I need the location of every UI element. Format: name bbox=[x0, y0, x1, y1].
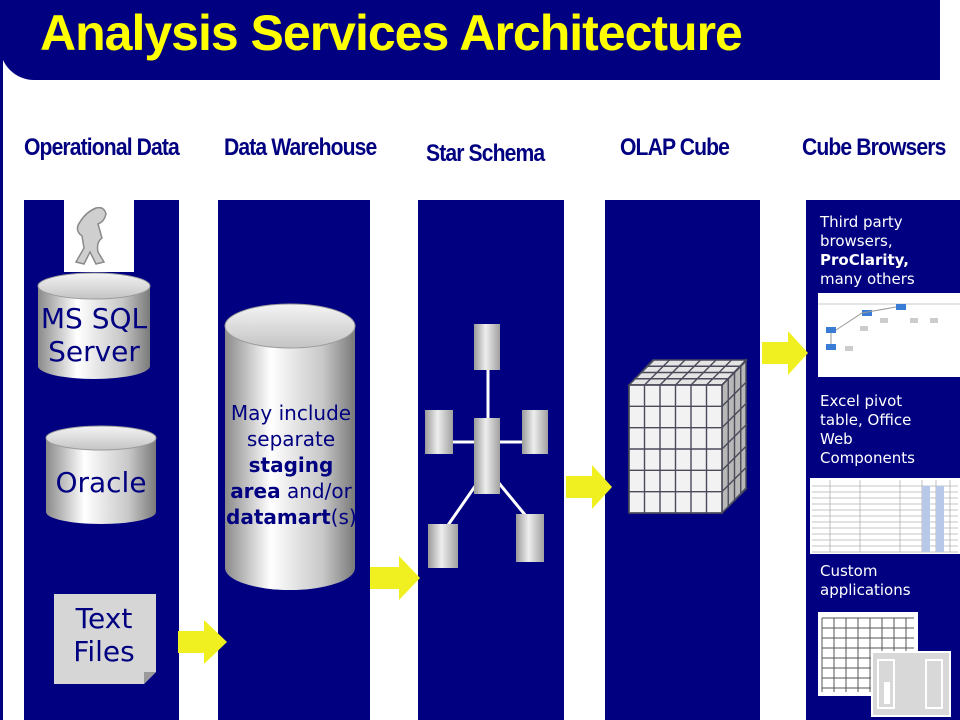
warehouse-text-plural: (s) bbox=[330, 505, 357, 529]
excel-line4: Components bbox=[820, 449, 915, 467]
proclarity-screenshot-thumbnail bbox=[818, 293, 960, 377]
custom-app-screenshot-thumbnail bbox=[818, 612, 951, 717]
warehouse-description: May include separate staging area and/or… bbox=[226, 400, 357, 530]
custom-line1: Custom bbox=[820, 562, 878, 580]
arrow-to-cube bbox=[566, 465, 612, 509]
excel-pivot-screenshot-thumbnail bbox=[810, 478, 960, 554]
arrow-to-warehouse bbox=[178, 620, 227, 664]
warehouse-text-datamart: datamart bbox=[226, 505, 331, 529]
slide-title: Analysis Services Architecture bbox=[40, 5, 743, 61]
warehouse-text-staging: staging bbox=[248, 453, 334, 477]
text-files-document-icon bbox=[54, 594, 156, 684]
warehouse-text-andor: and/or bbox=[280, 479, 352, 503]
third-party-line4: many others bbox=[820, 270, 915, 288]
etl-label: ETL bbox=[373, 527, 406, 548]
heading-star-schema: Star Schema bbox=[426, 140, 545, 167]
data-warehouse-cylinder-icon bbox=[224, 303, 356, 590]
excel-line1: Excel pivot bbox=[820, 392, 903, 410]
excel-line2: table, Office bbox=[820, 411, 912, 429]
excel-pivot-text: Excel pivot table, Office Web Components bbox=[820, 392, 915, 468]
warehouse-text-area: area bbox=[230, 479, 281, 503]
warehouse-text-line2: separate bbox=[246, 427, 336, 451]
ms-sql-label-line1: MS SQL bbox=[40, 302, 148, 335]
ms-sql-server-label: MS SQL Server bbox=[38, 302, 150, 368]
star-schema-icon bbox=[425, 324, 548, 568]
arrow-to-browsers bbox=[762, 331, 808, 375]
custom-line2: applications bbox=[820, 581, 911, 599]
dts-label: DTS bbox=[373, 612, 410, 633]
title-bar bbox=[0, 0, 940, 80]
third-party-browsers-text: Third party browsers, ProClarity, many o… bbox=[820, 213, 915, 289]
text-files-label: Text Files bbox=[56, 602, 152, 668]
heading-cube-browsers: Cube Browsers bbox=[802, 134, 946, 161]
proclarity-label: ProClarity, bbox=[820, 251, 909, 269]
heading-operational-data: Operational Data bbox=[24, 134, 180, 161]
ms-sql-label-line2: Server bbox=[48, 335, 140, 368]
warehouse-text-line1: May include bbox=[230, 401, 352, 425]
third-party-line2: browsers, bbox=[820, 232, 893, 250]
text-files-label-line1: Text bbox=[75, 602, 133, 635]
text-files-label-line2: Files bbox=[73, 635, 135, 668]
heading-data-warehouse: Data Warehouse bbox=[224, 134, 377, 161]
oracle-cylinder-icon bbox=[45, 425, 157, 524]
olap-cube-icon bbox=[627, 358, 748, 515]
third-party-line1: Third party bbox=[820, 213, 903, 231]
heading-olap-cube: OLAP Cube bbox=[620, 134, 730, 161]
figure-icon bbox=[64, 200, 134, 272]
arrow-etl-dts bbox=[370, 556, 420, 600]
ms-sql-server-cylinder-icon bbox=[37, 272, 151, 379]
excel-line3: Web bbox=[820, 430, 853, 448]
left-border bbox=[0, 0, 3, 720]
custom-applications-text: Custom applications bbox=[820, 562, 911, 600]
oracle-label: Oracle bbox=[55, 466, 147, 499]
